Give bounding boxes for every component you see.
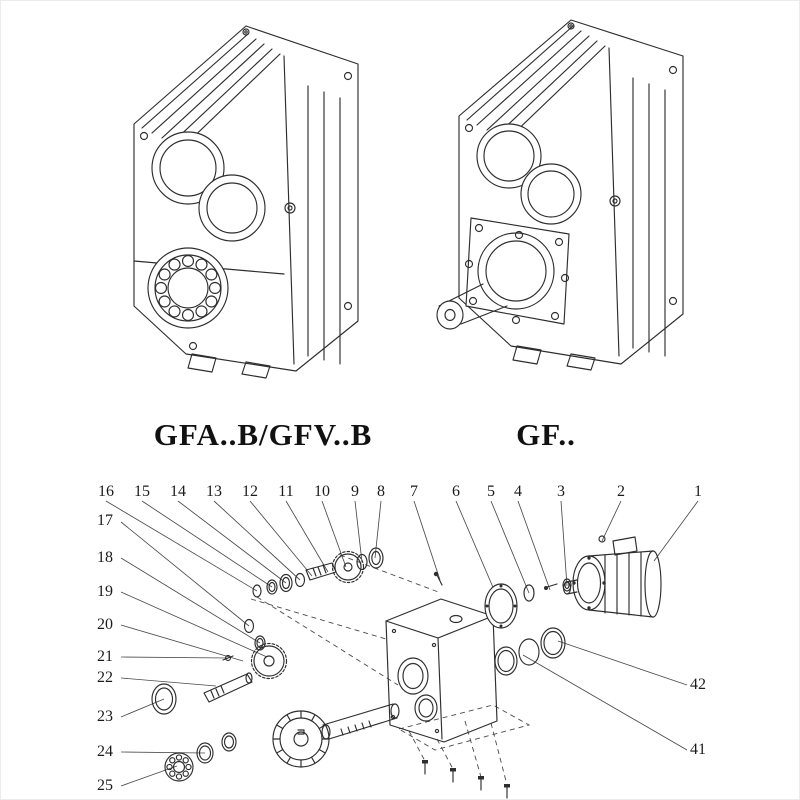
callout-20: 20 <box>97 616 113 633</box>
callout-leader-lines <box>105 500 699 787</box>
callout-25: 25 <box>97 777 113 794</box>
model-label-gfab-gfvb: GFA..B/GFV..B <box>153 417 373 452</box>
callout-16: 16 <box>98 483 114 500</box>
exploded-parts-lines <box>151 535 662 799</box>
callout-10: 10 <box>314 483 330 500</box>
model-label-gf: GF.. <box>516 417 576 452</box>
callout-8: 8 <box>377 483 385 500</box>
gearbox-drawing-gf <box>436 19 684 371</box>
callout-24: 24 <box>97 743 113 760</box>
callout-19: 19 <box>97 583 113 600</box>
gfab-body-lines <box>133 25 359 379</box>
callout-23: 23 <box>97 708 113 725</box>
projection-lines <box>250 554 531 786</box>
callout-17: 17 <box>97 512 113 529</box>
callout-14: 14 <box>170 483 186 500</box>
callout-18: 18 <box>97 549 113 566</box>
exploded-filled-details <box>422 556 606 788</box>
callout-12: 12 <box>242 483 258 500</box>
callout-2: 2 <box>617 483 625 500</box>
gf-body-lines <box>436 19 684 371</box>
callout-6: 6 <box>452 483 460 500</box>
exploded-parts-drawing <box>105 500 699 799</box>
callout-11: 11 <box>278 483 294 500</box>
callout-42: 42 <box>690 676 706 693</box>
callout-21: 21 <box>97 648 113 665</box>
callout-7: 7 <box>410 483 418 500</box>
callout-4: 4 <box>514 483 522 500</box>
callout-5: 5 <box>487 483 495 500</box>
callout-9: 9 <box>351 483 359 500</box>
callout-13: 13 <box>206 483 222 500</box>
callout-1: 1 <box>694 483 702 500</box>
callout-3: 3 <box>557 483 565 500</box>
gearbox-drawing-gfab-gfvb <box>133 25 359 379</box>
callout-41: 41 <box>690 741 706 758</box>
callout-15: 15 <box>134 483 150 500</box>
callout-22: 22 <box>97 669 113 686</box>
